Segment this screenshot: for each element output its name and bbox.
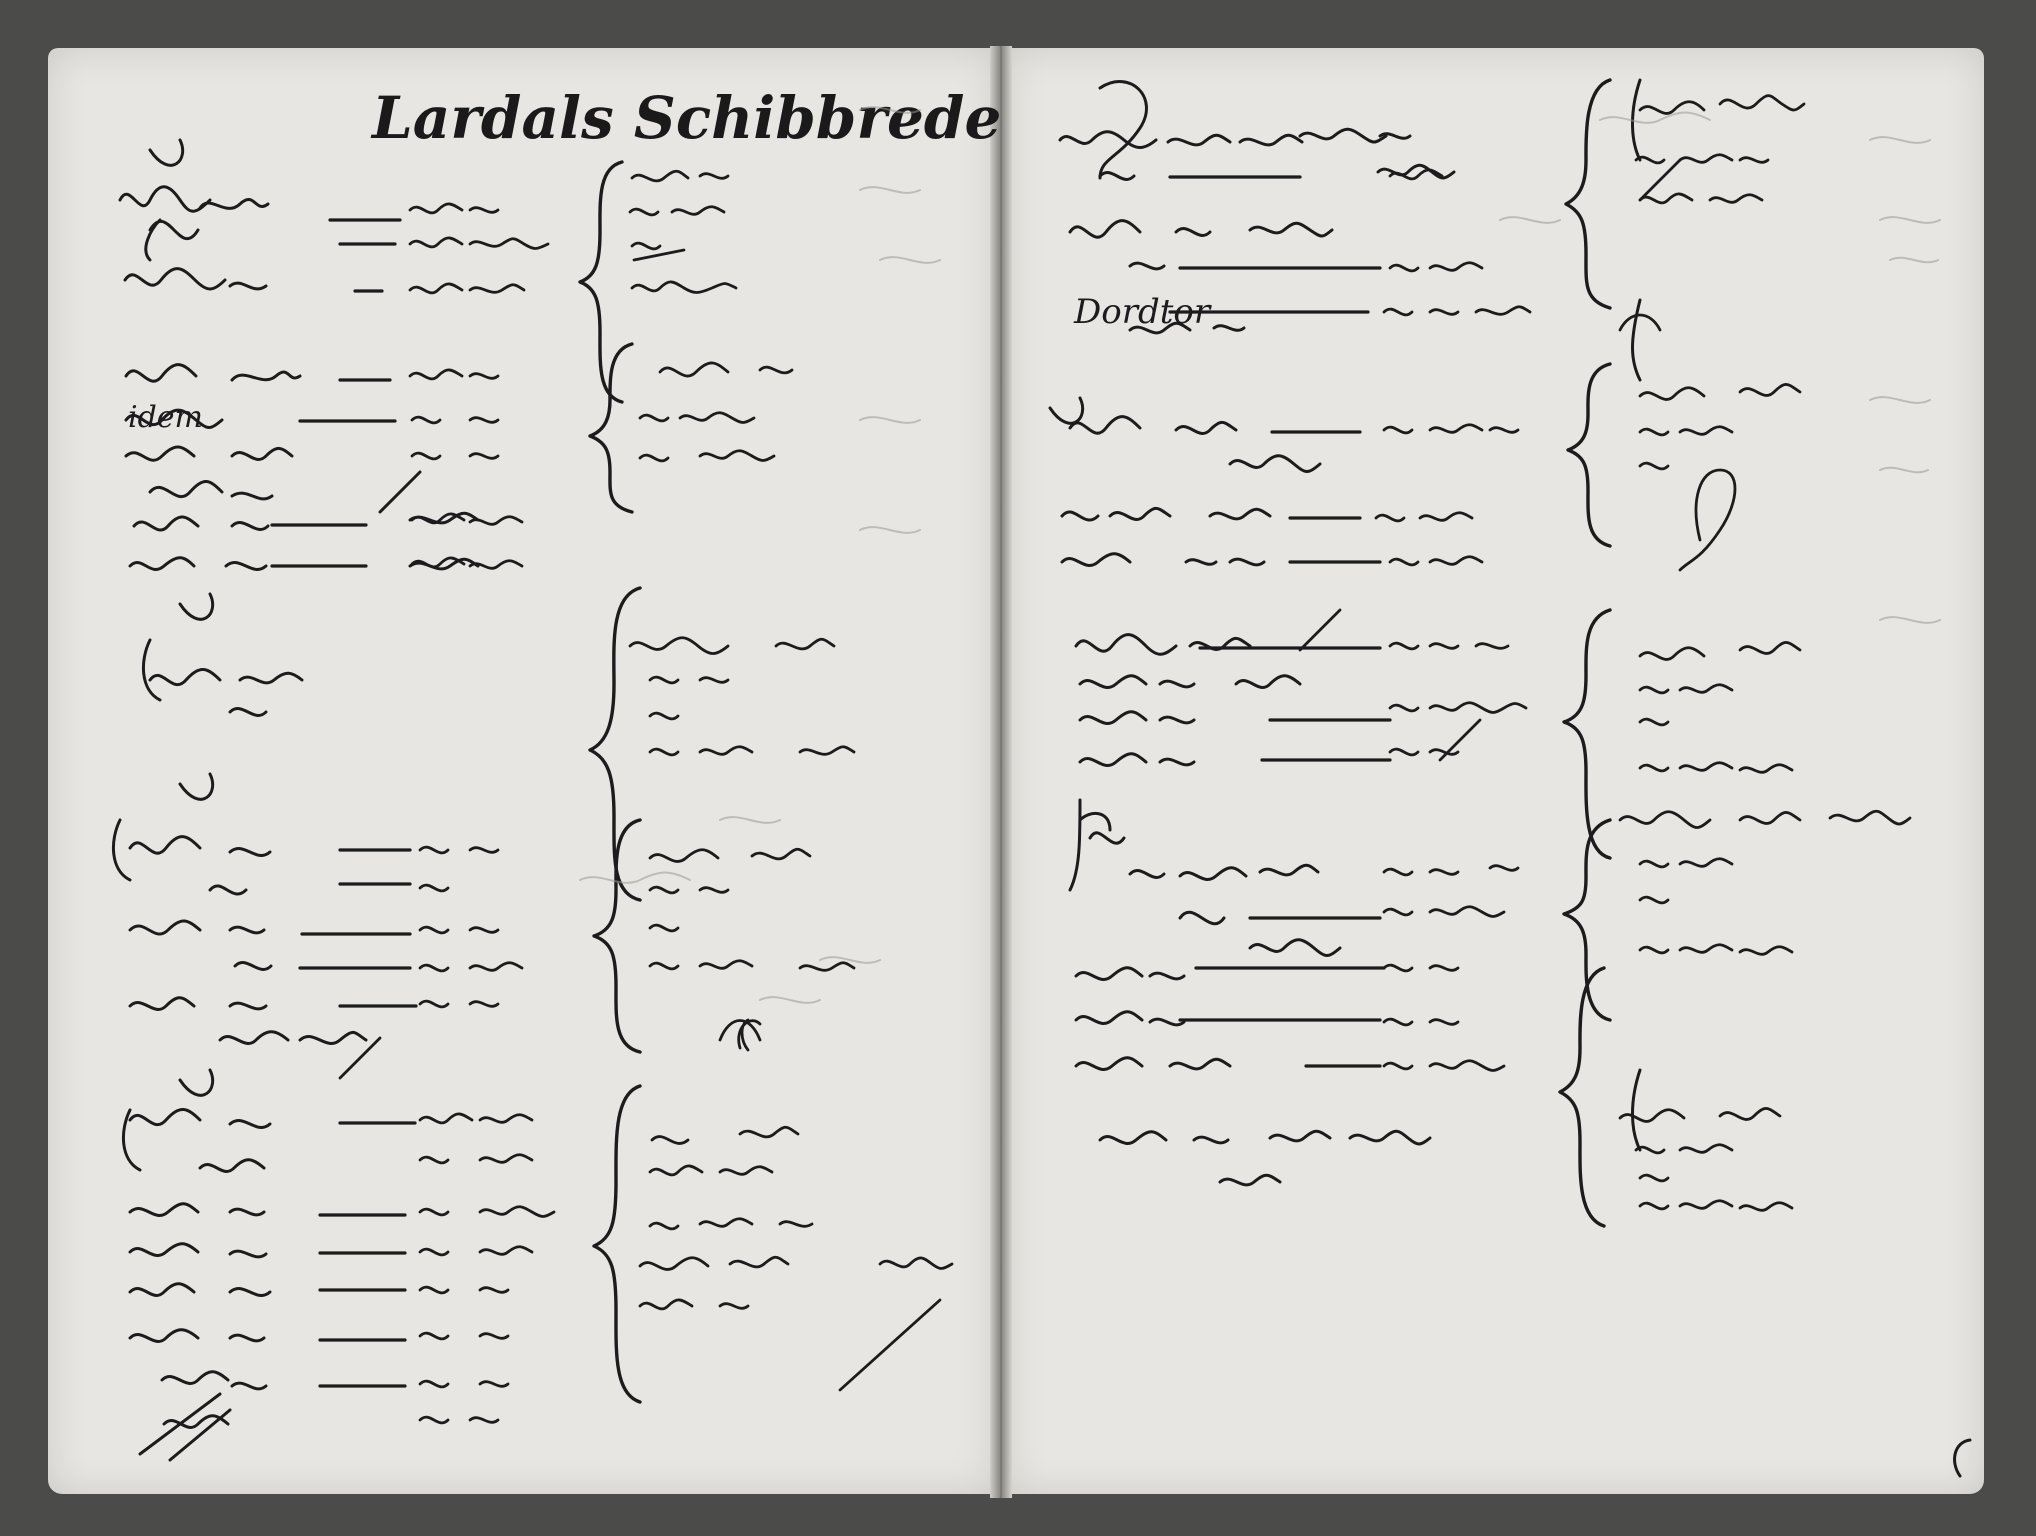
right-script <box>1058 127 1456 1187</box>
left-values <box>338 202 556 1425</box>
left-margin-marks <box>111 138 422 1172</box>
left-entry-rules <box>270 218 418 1388</box>
right-entry-rules <box>1168 175 1392 1068</box>
book-gutter <box>990 46 1012 1498</box>
left-page-heading: Lardals Schibbrede <box>372 84 1002 152</box>
left-right-column <box>628 169 954 1392</box>
left-braces <box>578 160 642 1404</box>
left-script <box>118 185 480 1462</box>
right-braces <box>1558 78 1612 1228</box>
right-values <box>1298 168 1532 1072</box>
right-right-column <box>1618 94 1912 1212</box>
right-page <box>1006 48 1984 1494</box>
bleed-through <box>579 106 1941 1004</box>
right-margin-marks <box>1048 78 1972 1478</box>
